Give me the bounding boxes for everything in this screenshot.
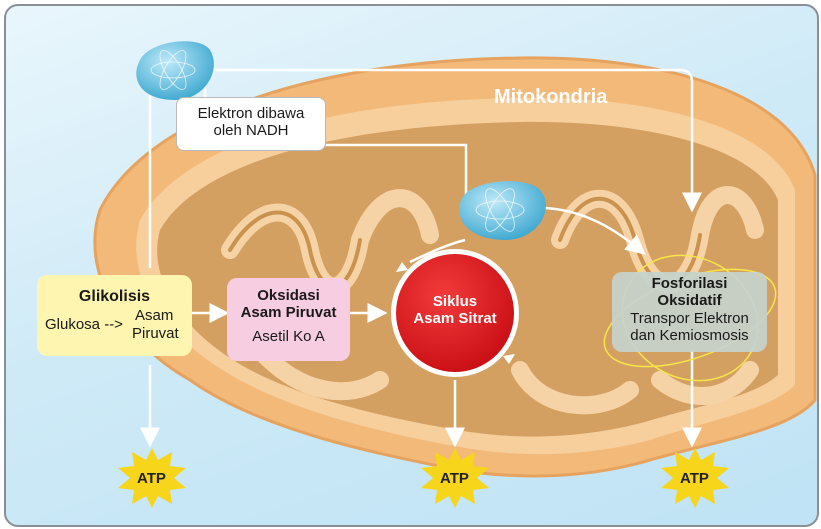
pyruvate-oxidation-title-1: Oksidasi — [227, 287, 350, 304]
glycolysis-to-line1: Asam — [135, 307, 173, 324]
oxphos-title-2: Oksidatif — [612, 292, 767, 309]
glycolysis-box: Glikolisis Glukosa --> Asam Piruvat — [37, 275, 192, 356]
mitochondria-label: Mitokondria — [494, 86, 607, 109]
nadh-carrier-icon — [136, 41, 214, 100]
citric-acid-cycle-label: Siklus Asam Sitrat — [395, 293, 515, 328]
pyruvate-oxidation-box: Oksidasi Asam Piruvat Asetil Ko A — [227, 278, 350, 361]
oxphos-sub-1: Transpor Elektron — [612, 310, 767, 327]
pyruvate-oxidation-title-2: Asam Piruvat — [227, 304, 350, 321]
glycolysis-from: Glukosa --> — [45, 316, 123, 333]
citric-acid-cycle-line2: Asam Sitrat — [395, 310, 515, 327]
atp-label-3: ATP — [680, 470, 709, 487]
nadh-note-line1: Elektron dibawa — [177, 105, 325, 122]
atp-label-2: ATP — [440, 470, 469, 487]
oxphos-title-1: Fosforilasi — [612, 275, 767, 292]
nadh-note-box: Elektron dibawa oleh NADH — [176, 97, 326, 151]
pyruvate-oxidation-product: Asetil Ko A — [227, 328, 350, 345]
glycolysis-title: Glikolisis — [37, 288, 192, 306]
oxphos-sub-2: dan Kemiosmosis — [612, 327, 767, 344]
citric-acid-cycle-line1: Siklus — [395, 293, 515, 310]
glycolysis-to-line2: Piruvat — [132, 325, 179, 342]
oxidative-phosphorylation-box: Fosforilasi Oksidatif Transpor Elektron … — [612, 272, 767, 352]
nadh-note-line2: oleh NADH — [177, 122, 325, 139]
atp-label-1: ATP — [137, 470, 166, 487]
